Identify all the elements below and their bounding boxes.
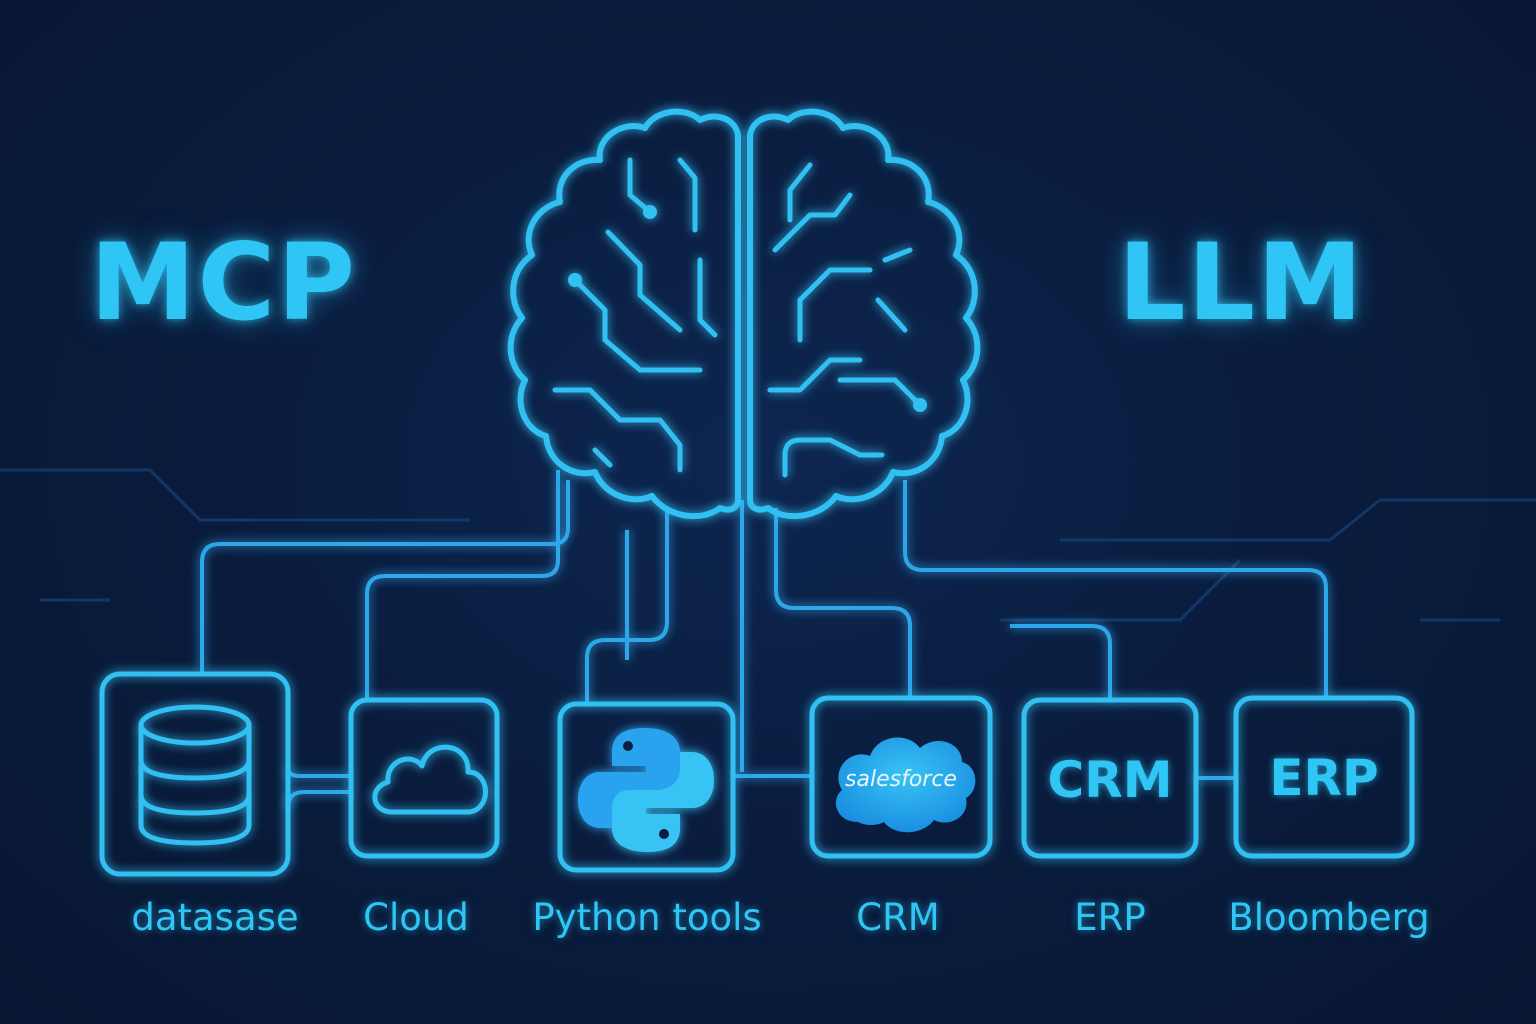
headline-llm: LLM <box>1118 221 1365 344</box>
background-circuit-traces <box>0 468 1536 622</box>
database-node-box <box>99 671 291 877</box>
wire-db-cloud-1 <box>286 767 350 778</box>
salesforce-cloud-icon: salesforce <box>835 737 976 833</box>
cloud-node-box <box>348 697 500 859</box>
caption-database: datasase <box>131 896 299 939</box>
caption-erp: ERP <box>1074 896 1146 939</box>
wire-database <box>200 480 570 672</box>
caption-cloud: Cloud <box>363 896 469 939</box>
crm-node-box <box>1021 697 1199 859</box>
python-logo-icon <box>578 728 714 852</box>
wire-db-cloud-2 <box>286 790 350 809</box>
caption-python-tools: Python tools <box>532 896 762 939</box>
brain-left-hemisphere <box>507 108 741 520</box>
brain-right-hemisphere <box>747 108 981 520</box>
node-boxes <box>99 671 1415 877</box>
brain-circuit-icon <box>507 108 981 520</box>
caption-crm: CRM <box>856 896 940 939</box>
wire-cloud <box>365 470 560 700</box>
crm-box-text: CRM <box>1047 751 1173 809</box>
cloud-icon <box>372 744 488 815</box>
connection-wires <box>200 470 1328 809</box>
erp-node-box <box>1233 695 1415 859</box>
salesforce-node-box <box>809 695 993 859</box>
caption-bloomberg: Bloomberg <box>1228 896 1430 939</box>
python-node-box <box>557 701 736 873</box>
headline-mcp: MCP <box>90 221 357 344</box>
wire-salesforce <box>774 508 912 698</box>
wire-crm <box>1010 624 1112 700</box>
erp-box-text: ERP <box>1269 749 1379 807</box>
database-icon <box>138 704 252 846</box>
salesforce-logo-text: salesforce <box>845 767 957 792</box>
wire-erp <box>903 480 1328 698</box>
